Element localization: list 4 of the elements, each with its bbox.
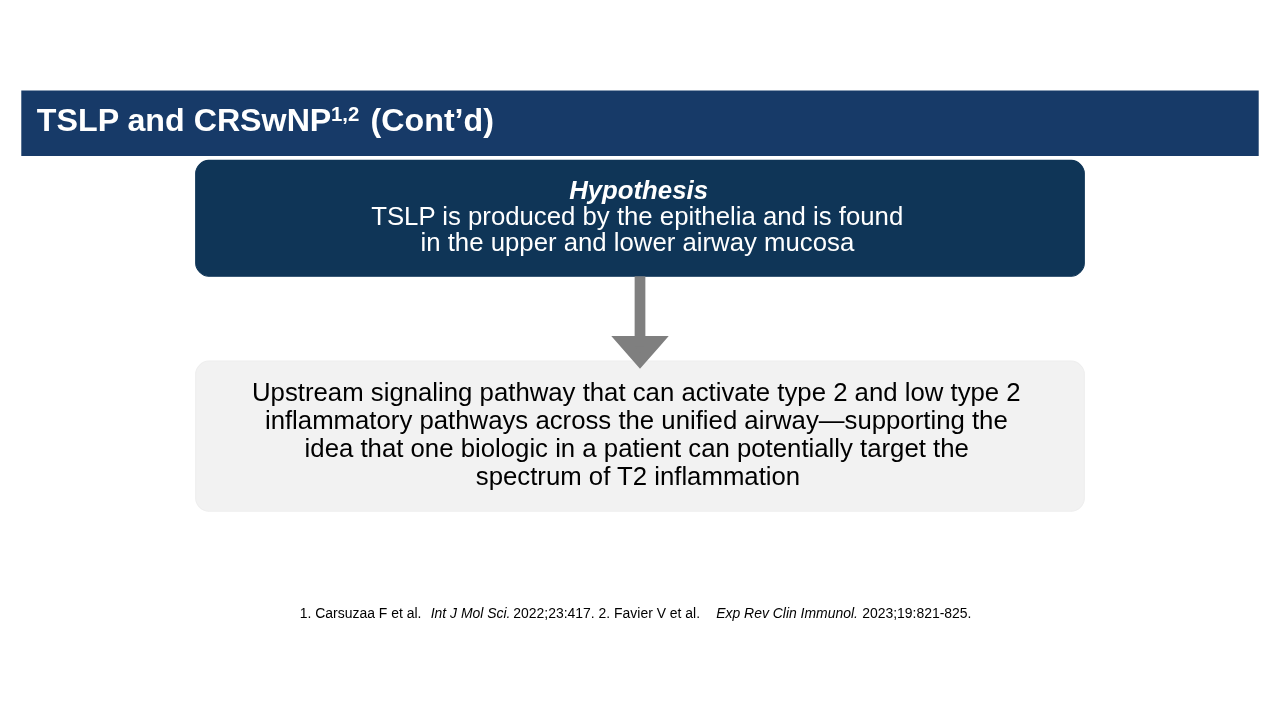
label: 1. Carsuzaa F et al. Int J Mol Sci. 2022;23:417. 2. Favier V et al. Exp Rev Clin Immunol. 2023;19:821-825.: [299, 604, 972, 621]
node-box: Upstream signaling pathway that can activate type 2 and low type 2 inflammatory pathways across the unified airway—supporting the idea that one biologic in a patient can potentially target the spectrum of T2 inflammation: [195, 360, 1085, 512]
node-box: Hypothesis TSLP is produced by the epithelia and is found in the upper and lower airway mucosa: [195, 159, 1085, 277]
arrow: [611, 275, 669, 369]
